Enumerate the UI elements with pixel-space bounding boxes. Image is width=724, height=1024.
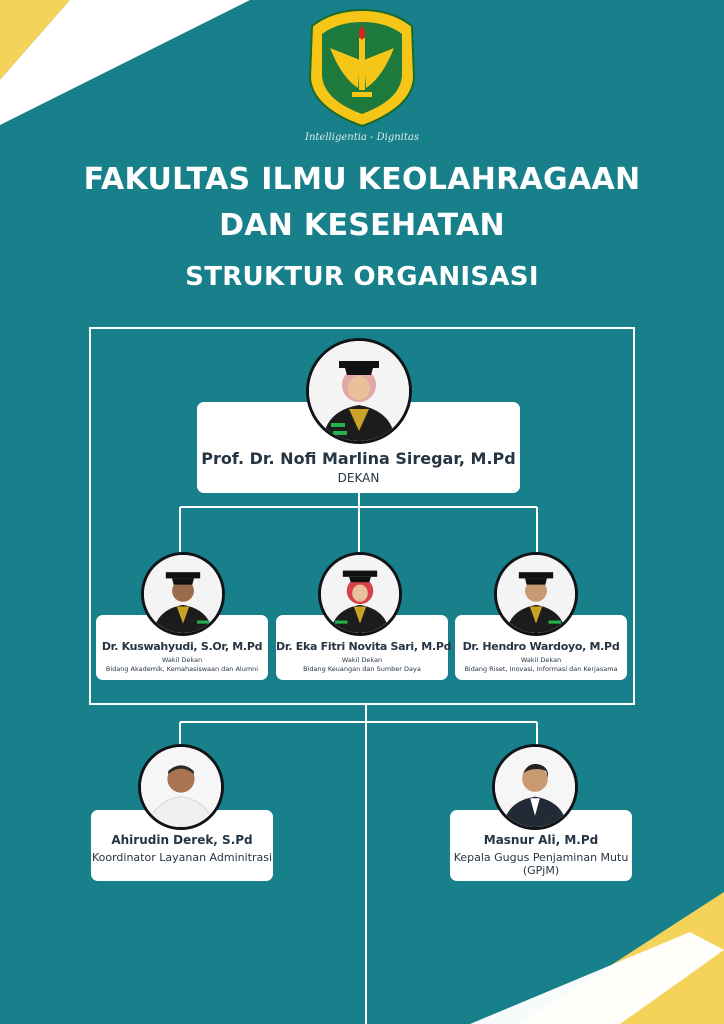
dean-role: DEKAN — [337, 471, 380, 485]
unj-logo-icon — [308, 8, 416, 128]
vice-dean-photo-3 — [494, 552, 578, 636]
person-photo-icon — [321, 555, 399, 633]
person-photo-icon — [495, 747, 575, 827]
vice-dean-frame — [89, 327, 635, 705]
structure-subtitle: STRUKTUR ORGANISASI — [185, 262, 539, 292]
person-photo-icon — [141, 747, 221, 827]
vice-dean-photo-2 — [318, 552, 402, 636]
person-photo-icon — [144, 555, 222, 633]
top-left-white-shape — [0, 0, 250, 125]
dean-card: Prof. Dr. Nofi Marlina Siregar, M.Pd DEK… — [197, 402, 520, 493]
vice-dean-photo-1 — [141, 552, 225, 636]
staff-name-1: Ahirudin Derek, S.Pd — [111, 833, 253, 847]
university-motto: Intelligentia - Dignitas — [305, 132, 419, 143]
vice-dean-role-2: Wakil Dekan — [341, 656, 383, 664]
vice-dean-desc-1: Bidang Akademik, Kemahasiswaan dan Alumn… — [105, 665, 259, 673]
faculty-title-line1: FAKULTAS ILMU KEOLAHRAGAAN — [83, 162, 641, 197]
faculty-title-line2: DAN KESEHATAN — [219, 208, 505, 243]
staff-photo-2 — [492, 744, 578, 830]
bottom-right-white-shape — [470, 932, 724, 1024]
vice-dean-desc-3: Bidang Riset, Inovasi, Informasi dan Ker… — [464, 665, 618, 673]
person-photo-icon — [497, 555, 575, 633]
vice-dean-name-1: Dr. Kuswahyudi, S.Or, M.Pd — [101, 640, 263, 653]
vice-dean-role-3: Wakil Dekan — [520, 656, 562, 664]
vice-dean-card-2: Dr. Eka Fitri Novita Sari, M.Pd Wakil De… — [276, 615, 452, 680]
staff-photo-1 — [138, 744, 224, 830]
vice-dean-name-3: Dr. Hendro Wardoyo, M.Pd — [462, 640, 620, 653]
person-photo-icon — [309, 341, 409, 441]
vice-dean-desc-2: Bidang Keuangan dan Sumber Daya — [303, 665, 421, 673]
staff-role-1: Koordinator Layanan Adminitrasi — [91, 851, 273, 864]
dean-photo — [306, 338, 412, 444]
vice-dean-role-1: Wakil Dekan — [161, 656, 203, 664]
staff-role-2: Kepala Gugus Penjaminan Mutu (GPjM) — [453, 851, 629, 877]
university-logo — [302, 8, 422, 128]
staff-name-2: Masnur Ali, M.Pd — [483, 833, 599, 847]
dean-name: Prof. Dr. Nofi Marlina Siregar, M.Pd — [201, 449, 516, 468]
vice-dean-name-2: Dr. Eka Fitri Novita Sari, M.Pd — [276, 640, 452, 653]
